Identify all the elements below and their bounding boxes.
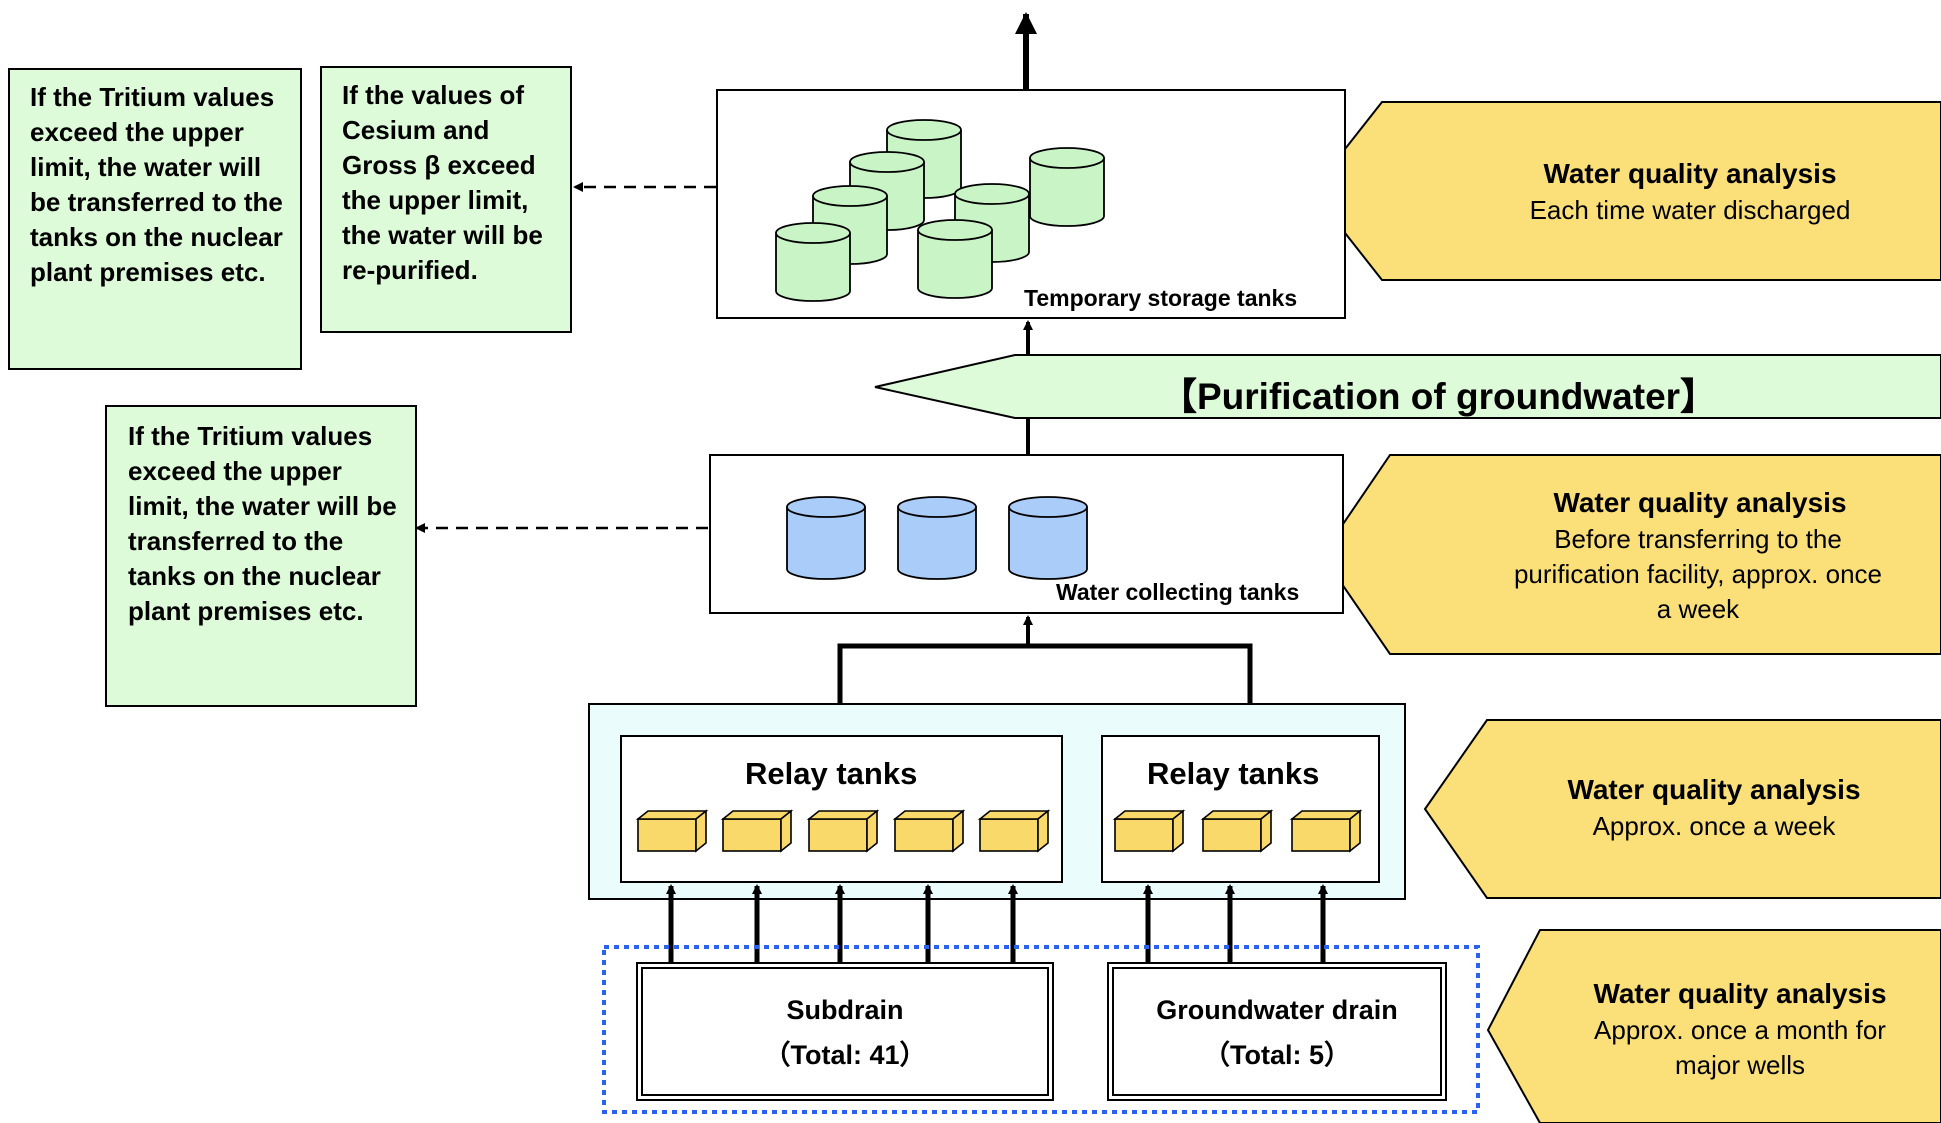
analysis-4-text: Approx. once a month for major wells bbox=[1594, 1015, 1886, 1080]
purification-title: 【Purification of groundwater】 bbox=[1160, 376, 1718, 417]
collecting-tank bbox=[1008, 496, 1088, 580]
water-collecting-label: Water collecting tanks bbox=[1056, 579, 1300, 605]
collecting-tank-cylinders bbox=[786, 496, 1088, 580]
analysis-2-text: Before transferring to the purification … bbox=[1513, 524, 1883, 624]
relay-tank bbox=[720, 809, 794, 853]
subdrain-total: （Total: 41） bbox=[763, 1040, 927, 1070]
analysis-callout-1 bbox=[1310, 101, 1941, 281]
analysis-callout-3 bbox=[1423, 719, 1941, 899]
temporary-storage-label: Temporary storage tanks bbox=[1024, 285, 1298, 311]
purification-banner bbox=[874, 354, 1941, 419]
relay-box-right bbox=[1101, 735, 1380, 883]
groundwater-drain-name: Groundwater drain bbox=[1156, 995, 1398, 1025]
relay-tanks-right-label: Relay tanks bbox=[1147, 756, 1320, 791]
relay-tank bbox=[1200, 809, 1274, 853]
relay-tank bbox=[1112, 809, 1186, 853]
analysis-1-title: Water quality analysis bbox=[1543, 158, 1837, 189]
storage-tank bbox=[775, 222, 851, 302]
groundwater-inner-border bbox=[1112, 967, 1442, 1096]
analysis-1-text: Each time water discharged bbox=[1529, 195, 1851, 225]
subdrain-name: Subdrain bbox=[786, 995, 904, 1025]
note-tritium-storage: If the Tritium values exceed the upper l… bbox=[8, 68, 302, 370]
merge-line bbox=[837, 643, 1253, 708]
drain-arrows bbox=[666, 884, 1328, 962]
relay-tank bbox=[977, 809, 1051, 853]
groundwater-drain-box bbox=[1107, 962, 1447, 1101]
note-cesium-storage: If the values of Cesium and Gross β exce… bbox=[320, 66, 572, 333]
relay-box-left bbox=[620, 735, 1063, 883]
analysis-4-title: Water quality analysis bbox=[1593, 978, 1887, 1009]
relay-tanks-left-label: Relay tanks bbox=[745, 756, 918, 791]
collecting-tank bbox=[897, 496, 977, 580]
collecting-tank bbox=[786, 496, 866, 580]
storage-tank-cylinders bbox=[775, 119, 1105, 302]
relay-tank bbox=[1289, 809, 1363, 853]
subdrain-box bbox=[636, 962, 1054, 1101]
groundwater-drain-total: （Total: 5） bbox=[1203, 1040, 1351, 1070]
analysis-2-title: Water quality analysis bbox=[1553, 487, 1847, 518]
subdrain-inner-border bbox=[641, 967, 1049, 1096]
analysis-3-text: Approx. once a week bbox=[1592, 811, 1836, 841]
storage-tank bbox=[917, 219, 993, 299]
analysis-3-title: Water quality analysis bbox=[1567, 774, 1861, 805]
relay-tank-boxes bbox=[635, 809, 1363, 853]
relay-tank bbox=[892, 809, 966, 853]
relay-tank bbox=[635, 809, 709, 853]
relay-tank bbox=[806, 809, 880, 853]
analysis-callout-4 bbox=[1486, 929, 1941, 1123]
note-tritium-collecting: If the Tritium values exceed the upper l… bbox=[105, 405, 417, 707]
storage-tank bbox=[1029, 147, 1105, 227]
